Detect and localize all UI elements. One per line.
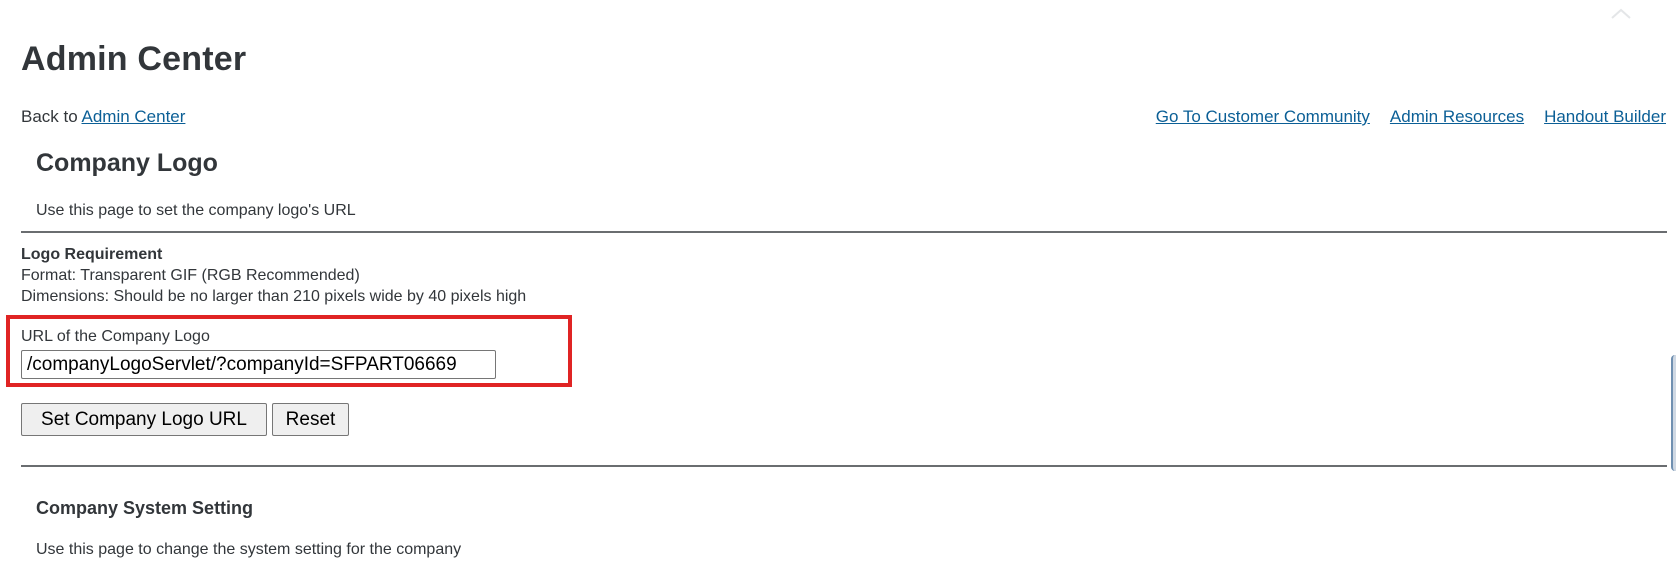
set-logo-url-button[interactable]: Set Company Logo URL: [21, 403, 267, 436]
top-links: Go To Customer Community Admin Resources…: [1156, 107, 1666, 127]
breadcrumb-prefix: Back to: [21, 107, 82, 126]
system-setting-title: Company System Setting: [36, 498, 254, 518]
company-logo-title: Company Logo: [36, 149, 218, 177]
chevron-up-icon[interactable]: [1610, 6, 1632, 20]
logo-format-line: Format: Transparent GIF (RGB Recommended…: [21, 267, 360, 284]
logo-dimensions-line: Dimensions: Should be no larger than 210…: [21, 288, 527, 305]
page-title: Admin Center: [21, 40, 247, 78]
section-divider: [21, 465, 1667, 467]
section-divider: [21, 231, 1667, 233]
side-panel-tab[interactable]: [1671, 355, 1676, 471]
reset-button[interactable]: Reset: [272, 403, 349, 436]
breadcrumb: Back to Admin Center: [21, 107, 185, 127]
breadcrumb-admin-center-link[interactable]: Admin Center: [81, 107, 186, 126]
logo-requirement-title: Logo Requirement: [21, 246, 163, 263]
logo-requirements: Logo Requirement Format: Transparent GIF…: [21, 244, 526, 307]
system-setting-description: Use this page to change the system setti…: [36, 541, 462, 558]
handout-builder-link[interactable]: Handout Builder: [1544, 107, 1666, 126]
company-logo-description: Use this page to set the company logo's …: [36, 202, 356, 219]
highlight-box: [6, 315, 572, 387]
admin-resources-link[interactable]: Admin Resources: [1389, 107, 1525, 126]
logo-url-label: URL of the Company Logo: [21, 328, 210, 345]
customer-community-link[interactable]: Go To Customer Community: [1155, 107, 1370, 126]
logo-url-input[interactable]: [21, 350, 496, 379]
